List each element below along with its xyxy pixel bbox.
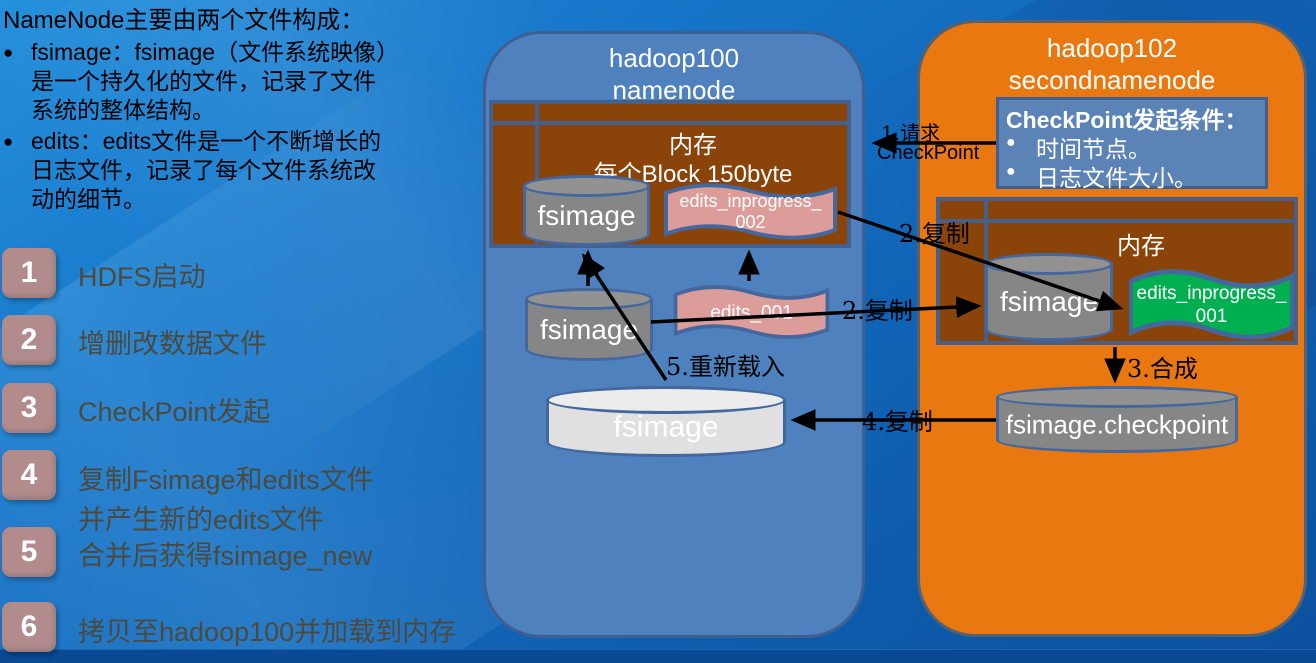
secondnamenode-host: hadoop102 (1046, 33, 1178, 63)
step-4-label: 复制Fsimage和edits文件 (78, 465, 374, 495)
intro-line: 动的细节。 (31, 186, 146, 212)
namenode-memory-fsimage-cylinder: fsimage (523, 175, 650, 246)
step-6-label: 拷贝至hadoop100并加载到内存 (78, 617, 457, 647)
flag-label-line1: edits_inprogress_ (679, 191, 822, 211)
edits-inprogress-002-flag: edits_inprogress_ 002 (663, 180, 838, 244)
intro-bullet-fsimage: ● fsimage：fsimage（文件系统映像） 是一个持久化的文件，记录了文… (3, 38, 475, 125)
bullet-icon: ● (1006, 134, 1016, 151)
fsimage-checkpoint-cylinder: fsimage.checkpoint (996, 386, 1238, 453)
cylinder-label: fsimage (537, 199, 636, 231)
secondnamenode-role: secondnamenode (1008, 65, 1216, 95)
arrow-label-copy-fsimage: 2.复制 (842, 297, 913, 325)
memory-box-divider (535, 104, 539, 244)
step-5-badge: 5 (2, 527, 56, 577)
step-1-badge: 1 (2, 248, 56, 298)
memory-title: 内存 (1117, 233, 1165, 260)
condition-item: ● 时间节点。 (1006, 130, 1151, 164)
step-5-label: 合并后获得fsimage_new (78, 541, 373, 571)
intro-line: edits：edits文件是一个不断增长的 (31, 128, 382, 154)
intro-line: 日志文件，记录了每个文件系统改 (31, 157, 376, 183)
arrow-label-copy-edits: 2.复制 (899, 220, 970, 248)
checkpoint-conditions-box: CheckPoint发起条件： ● 时间节点。 ● 日志文件大小。 (996, 97, 1268, 191)
cylinder-label: fsimage (999, 286, 1099, 318)
wave-shape (663, 183, 838, 240)
flag-label-line2: 002 (735, 212, 766, 232)
arrow-label-copy-back: 4.复制 (862, 408, 933, 436)
bullet-icon: ● (3, 132, 14, 151)
checkpoint-conditions-title: CheckPoint发起条件： (1006, 107, 1248, 133)
intro-line: 系统的整体结构。 (31, 97, 215, 123)
flag-label-line1: edits_inprogress_ (1136, 283, 1287, 304)
edits-001-flag: edits_001 (673, 282, 830, 343)
condition-text: 时间节点。 (1036, 136, 1151, 162)
condition-item: ● 日志文件大小。 (1006, 159, 1197, 193)
memory-box-header-line (940, 219, 1294, 223)
step-4-label-line2: 并产生新的edits文件 (78, 505, 325, 535)
namenode-disk-fsimage-cylinder: fsimage (525, 288, 653, 361)
arrow-label-merge: 3.合成 (1127, 355, 1198, 383)
arrow-label-request-line2: CheckPoint (877, 142, 980, 164)
secondnamenode-memory-fsimage-cylinder: fsimage (985, 253, 1113, 341)
namenode-host: hadoop100 (608, 43, 740, 73)
intro-line: 是一个持久化的文件，记录了文件 (31, 68, 376, 94)
step-3-label: CheckPoint发起 (78, 397, 271, 427)
wave-shape (1128, 269, 1295, 340)
step-2-badge: 2 (2, 315, 56, 365)
step-2-label: 增删改数据文件 (78, 329, 267, 359)
namenode-new-fsimage-cylinder: fsimage (546, 386, 786, 457)
memory-title: 内存 (669, 132, 717, 159)
flag-label: edits_001 (710, 302, 793, 323)
memory-box-header-line (493, 121, 847, 125)
step-1-label: HDFS启动 (78, 262, 206, 292)
intro-text-block: NameNode主要由两个文件构成： ● fsimage：fsimage（文件系… (3, 6, 475, 214)
bottom-bar (0, 649, 1316, 663)
intro-bullet-edits: ● edits：edits文件是一个不断增长的 日志文件，记录了每个文件系统改 … (3, 127, 475, 214)
step-4-badge: 4 (2, 450, 56, 500)
cylinder-label: fsimage.checkpoint (1005, 408, 1229, 439)
step-6-badge: 6 (2, 602, 56, 652)
cylinder-label: fsimage (539, 313, 639, 345)
flag-label-line2: 001 (1195, 306, 1228, 327)
arrow-label-reload: 5.重新载入 (666, 353, 785, 381)
arrow-label-request-line1: 1.请求 (881, 121, 941, 145)
cylinder-label: fsimage (613, 409, 719, 443)
intro-title: NameNode主要由两个文件构成： (3, 7, 365, 34)
step-3-badge: 3 (2, 383, 56, 433)
bullet-icon: ● (1006, 163, 1016, 180)
edits-inprogress-001-flag: edits_inprogress_ 001 (1128, 265, 1295, 345)
intro-line: fsimage：fsimage（文件系统映像） (31, 39, 400, 65)
condition-text: 日志文件大小。 (1036, 165, 1197, 191)
bullet-icon: ● (3, 43, 14, 62)
